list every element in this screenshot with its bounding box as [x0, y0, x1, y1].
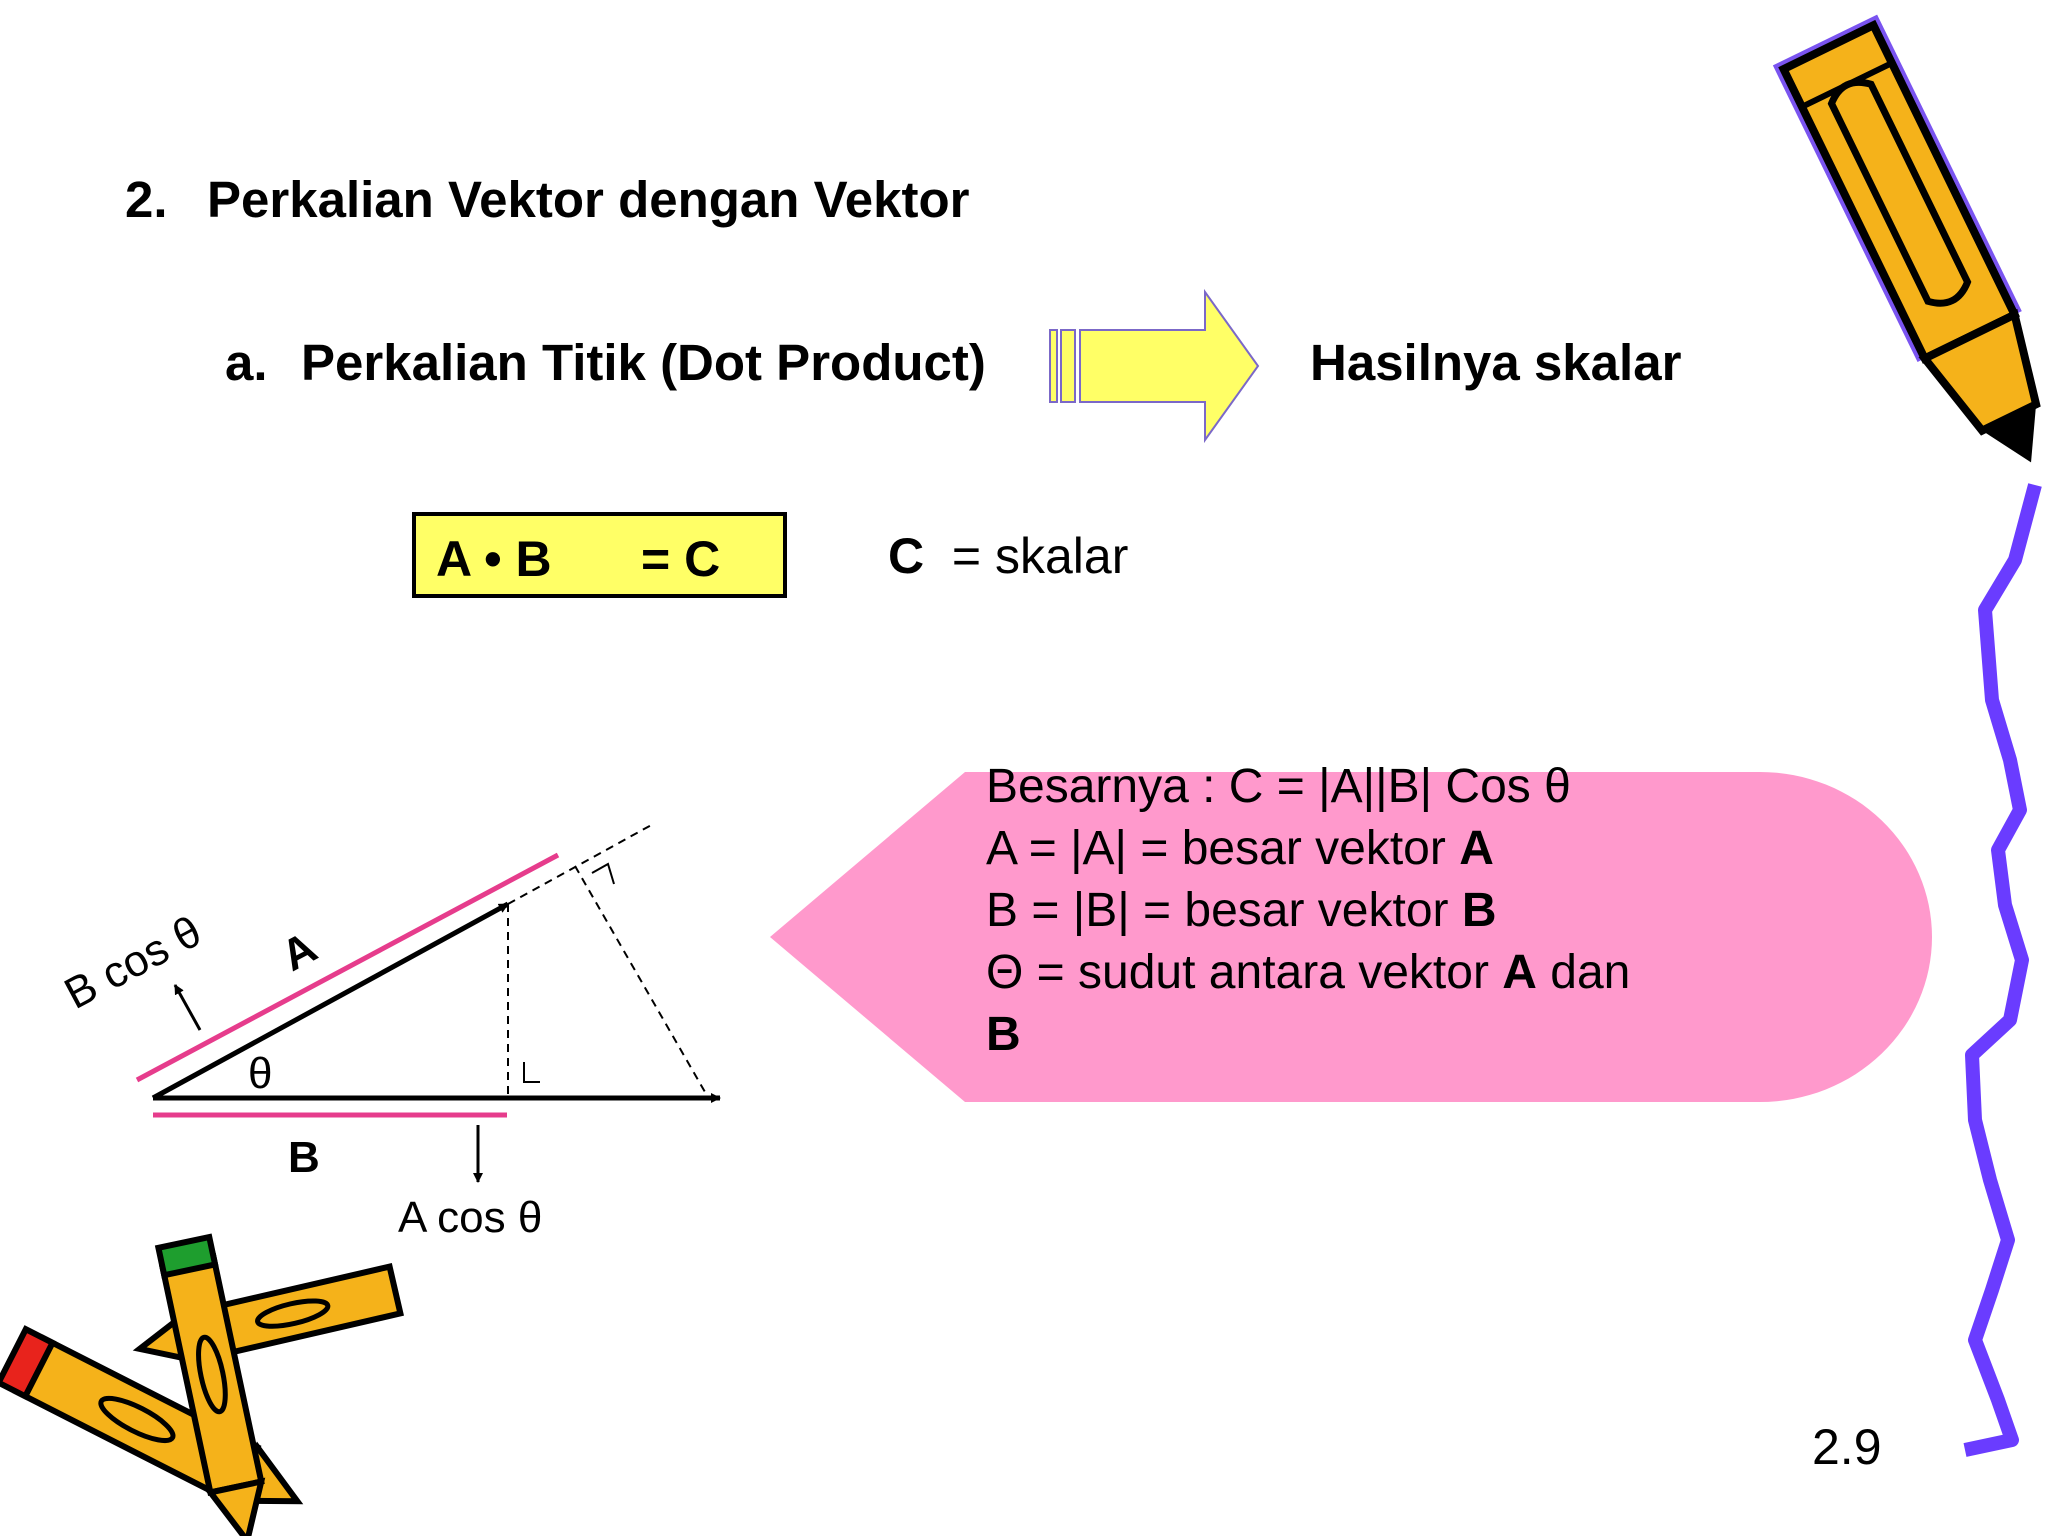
info-text: Besarnya : C = |A||B| Cos θ A = |A| = be… [986, 756, 1706, 1066]
info-line-5: B [986, 1008, 1021, 1061]
heading-number: 2. [125, 171, 168, 228]
page-number: 2.9 [1812, 1419, 1882, 1475]
projection-line-a [135, 852, 560, 1083]
formula-rhs: = C [641, 531, 721, 587]
label-a-cos-theta: A cos θ [398, 1193, 542, 1242]
label-theta: θ [248, 1049, 272, 1098]
formula-lhs: A • B [436, 531, 552, 587]
info-line-2: A = |A| = besar vektor A [986, 822, 1494, 875]
heading-text: Perkalian Vektor dengan Vektor [207, 171, 970, 228]
subheading-number: a. [225, 334, 268, 391]
result-text: Hasilnya skalar [1310, 334, 1682, 391]
label-b-cos-theta: B cos θ [57, 907, 210, 1019]
subheading-text: Perkalian Titik (Dot Product) [301, 334, 986, 391]
formula-box: A • B = C [412, 512, 787, 598]
label-vector-a: A [274, 923, 325, 981]
scalar-note: C = skalar [888, 527, 1128, 585]
info-line-3: B = |B| = besar vektor B [986, 884, 1497, 937]
info-line-4: Θ = sudut antara vektor A dan [986, 946, 1631, 999]
vector-a [151, 901, 510, 1101]
slide-heading: 2. Perkalian Vektor dengan Vektor [125, 170, 970, 229]
scalar-text: = skalar [951, 528, 1129, 584]
slide-subheading: a. Perkalian Titik (Dot Product) [225, 333, 986, 392]
label-vector-b: B [288, 1133, 320, 1182]
scalar-label: C [888, 528, 925, 584]
info-line-1: Besarnya : C = |A||B| Cos θ [986, 760, 1571, 813]
